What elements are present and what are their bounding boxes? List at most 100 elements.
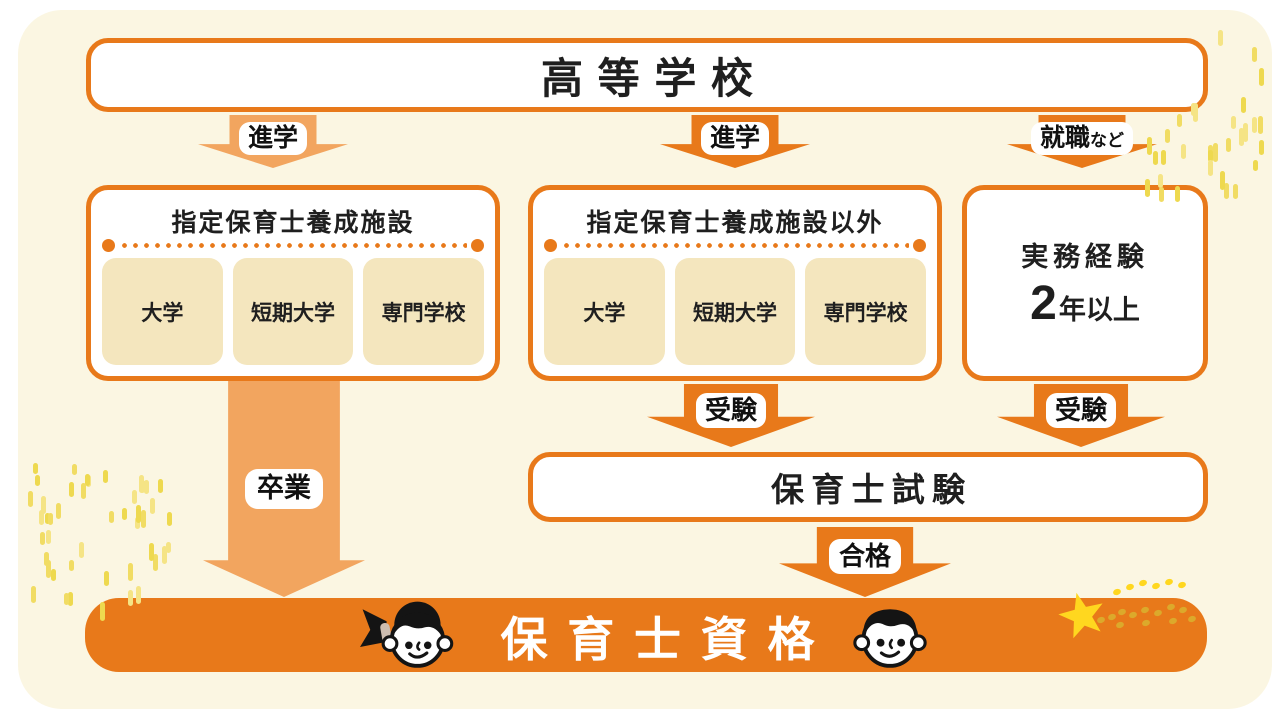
dash-decoration (109, 511, 114, 523)
license-label: 保育士資格 (500, 612, 835, 666)
dash-decoration (1239, 128, 1244, 146)
dash-decoration (51, 569, 56, 581)
dash-decoration (1241, 97, 1246, 113)
dash-decoration (144, 480, 149, 494)
divider-dot-left (102, 239, 115, 252)
employment-arrow: 就職など (1007, 115, 1157, 168)
facility-item-vocational-school: 専門学校 (363, 258, 485, 365)
dash-decoration (1177, 114, 1182, 127)
dash-decoration (1220, 171, 1225, 190)
dash-decoration (31, 586, 36, 603)
dash-decoration (1258, 116, 1263, 134)
dash-decoration (1153, 151, 1158, 165)
divider-dot-right (913, 239, 926, 252)
dash-decoration (1259, 140, 1264, 155)
high-school-label: 高等学校 (540, 54, 768, 102)
dash-decoration (35, 475, 40, 486)
dash-decoration (128, 590, 133, 606)
dash-decoration (162, 546, 167, 564)
dotted-divider (102, 239, 484, 252)
dash-decoration (158, 479, 163, 493)
dash-decoration (1224, 183, 1229, 199)
license-bar: 保育士資格 (85, 598, 1207, 672)
advance-arrow-left-label: 進学 (238, 122, 308, 156)
non-designated-facility-title: 指定保育士養成施設以外 (586, 209, 884, 237)
dash-decoration (1158, 174, 1163, 188)
facility-item-junior-college: 短期大学 (674, 258, 796, 365)
boy-face-icon (853, 609, 927, 668)
pass-arrow: 合格 (779, 527, 951, 597)
facility-item-vocational-school: 専門学校 (805, 258, 927, 365)
dash-decoration (100, 602, 105, 621)
dash-decoration (1253, 160, 1258, 171)
dash-decoration (40, 532, 45, 545)
dash-decoration (1193, 103, 1198, 122)
designated-facility-box: 指定保育士養成施設 大学 短期大学 専門学校 (86, 185, 500, 381)
experience-years-number: 2 (1030, 277, 1057, 330)
dash-decoration (45, 513, 50, 524)
dash-decoration (128, 563, 133, 581)
dash-decoration (1147, 137, 1152, 155)
dash-decoration (1233, 184, 1238, 199)
facility-items: 大学 短期大学 専門学校 (544, 258, 927, 365)
dash-decoration (136, 505, 141, 523)
divider-dots (119, 243, 467, 248)
dash-decoration (1159, 187, 1164, 202)
dash-decoration (166, 542, 171, 553)
advance-arrow-left: 進学 (198, 115, 348, 168)
dash-decoration (64, 593, 69, 605)
dash-decoration (122, 508, 127, 520)
dash-decoration (48, 513, 53, 525)
dash-decoration (1243, 123, 1248, 142)
dash-decoration (69, 560, 74, 571)
dash-decoration (39, 510, 44, 525)
experience-line1: 実務経験 (1021, 242, 1149, 272)
facility-items: 大学 短期大学 専門学校 (102, 258, 485, 365)
divider-dot-right (471, 239, 484, 252)
take-exam-arrow-right-label: 受験 (1045, 393, 1117, 428)
dash-decoration (1259, 68, 1264, 86)
facility-item-university: 大学 (544, 258, 665, 365)
take-exam-arrow-right: 受験 (997, 384, 1165, 447)
dash-decoration (46, 560, 51, 578)
divider-dots (561, 243, 909, 248)
employment-label-main: 就職 (1039, 124, 1091, 152)
high-school-box: 高等学校 (86, 38, 1208, 112)
dash-decoration (150, 498, 155, 514)
girl-face-icon (359, 601, 454, 668)
divider-dot-left (544, 239, 557, 252)
dash-decoration (1252, 47, 1257, 62)
dash-decoration (1218, 30, 1223, 46)
dash-decoration (1208, 160, 1213, 176)
dash-decoration (1161, 150, 1166, 165)
hoikushi-exam-box: 保育士試験 (528, 452, 1208, 522)
dash-decoration (72, 464, 77, 475)
dash-decoration (44, 552, 49, 566)
dash-decoration (69, 482, 74, 497)
dash-decoration (1181, 144, 1186, 159)
dash-decoration (1231, 116, 1236, 129)
take-exam-arrow-left: 受験 (647, 384, 815, 447)
dash-decoration (1226, 138, 1231, 152)
dash-decoration (1145, 179, 1150, 197)
experience-years-text: 年以上 (1058, 295, 1140, 325)
dash-decoration (104, 571, 109, 586)
designated-facility-title: 指定保育士養成施設 (171, 209, 415, 237)
dash-decoration (28, 491, 33, 507)
dash-decoration (41, 496, 46, 514)
dash-decoration (103, 470, 108, 483)
dash-decoration (81, 483, 86, 499)
dash-decoration (46, 530, 51, 544)
dash-decoration (1252, 117, 1257, 133)
dash-decoration (1175, 186, 1180, 202)
hoikushi-exam-label: 保育士試験 (770, 471, 973, 508)
dash-decoration (139, 475, 144, 493)
dash-decoration (79, 542, 84, 558)
non-designated-facility-box: 指定保育士養成施設以外 大学 短期大学 専門学校 (528, 185, 942, 381)
dash-decoration (33, 463, 38, 474)
advance-arrow-mid: 進学 (660, 115, 810, 168)
dotted-divider (544, 239, 926, 252)
